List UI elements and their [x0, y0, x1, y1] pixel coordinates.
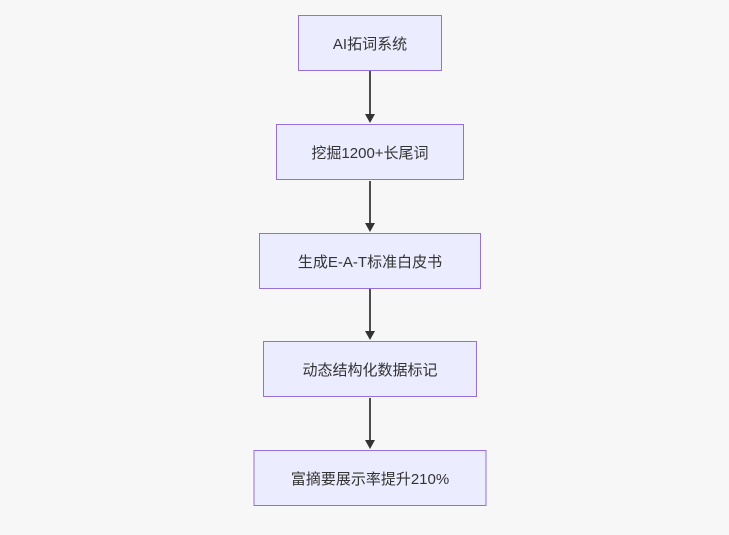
arrow-line [369, 398, 371, 440]
flow-node-label: 生成E-A-T标准白皮书 [297, 253, 443, 271]
arrowhead-down-icon [365, 114, 375, 123]
arrow-line [369, 181, 371, 223]
flow-node-eat-whitepaper: 生成E-A-T标准白皮书 [259, 233, 481, 289]
flow-node-label: 挖掘1200+长尾词 [311, 144, 429, 162]
arrowhead-down-icon [365, 223, 375, 232]
flow-node-label: 富摘要展示率提升210% [290, 470, 450, 488]
flow-node-rich-snippet-rate: 富摘要展示率提升210% [253, 450, 487, 506]
arrowhead-down-icon [365, 440, 375, 449]
flow-node-structured-data-markup: 动态结构化数据标记 [263, 341, 477, 397]
flow-node-label: 动态结构化数据标记 [302, 361, 438, 379]
flow-node-label: AI拓词系统 [332, 35, 408, 53]
arrow-line [369, 71, 371, 114]
flow-node-ai-keyword-system: AI拓词系统 [298, 15, 442, 71]
arrow-line [369, 289, 371, 331]
arrowhead-down-icon [365, 331, 375, 340]
flow-node-longtail-keywords: 挖掘1200+长尾词 [276, 124, 464, 180]
